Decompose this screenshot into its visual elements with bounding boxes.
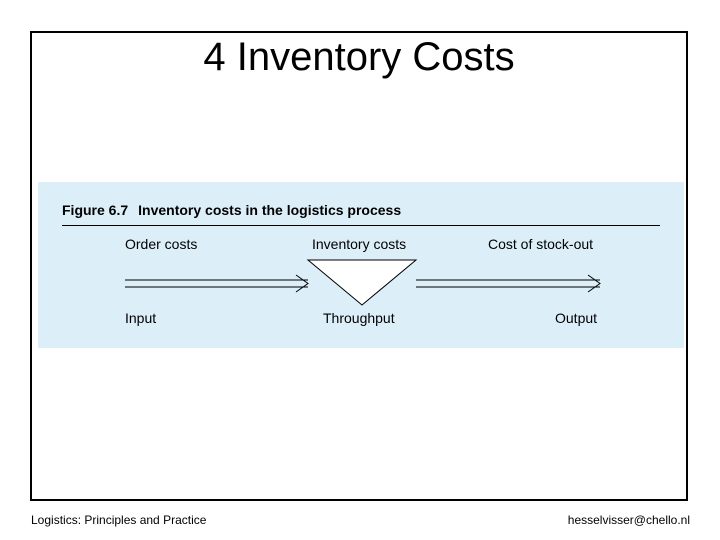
figure-number: Figure 6.7 bbox=[62, 202, 129, 218]
flow-diagram bbox=[125, 259, 601, 306]
output-arrow bbox=[416, 274, 601, 293]
figure-panel: Figure 6.7 Inventory costs in the logisti… bbox=[38, 182, 684, 348]
slide-title: 4 Inventory Costs bbox=[203, 35, 515, 79]
input-arrow bbox=[125, 274, 309, 293]
figure-caption: Figure 6.7 Inventory costs in the logisti… bbox=[62, 202, 401, 218]
footer-book-title: Logistics: Principles and Practice bbox=[31, 513, 207, 527]
label-throughput: Throughput bbox=[323, 310, 395, 326]
footer-email: hesselvisser@chello.nl bbox=[567, 513, 690, 527]
label-stockout-cost: Cost of stock-out bbox=[488, 236, 594, 252]
label-output: Output bbox=[555, 310, 598, 326]
label-inventory-costs: Inventory costs bbox=[312, 236, 407, 252]
label-input: Input bbox=[125, 310, 157, 326]
caption-divider bbox=[62, 225, 660, 226]
throughput-triangle bbox=[306, 259, 418, 306]
label-order-costs: Order costs bbox=[125, 236, 198, 252]
figure-caption-text: Inventory costs in the logistics process bbox=[138, 202, 402, 218]
